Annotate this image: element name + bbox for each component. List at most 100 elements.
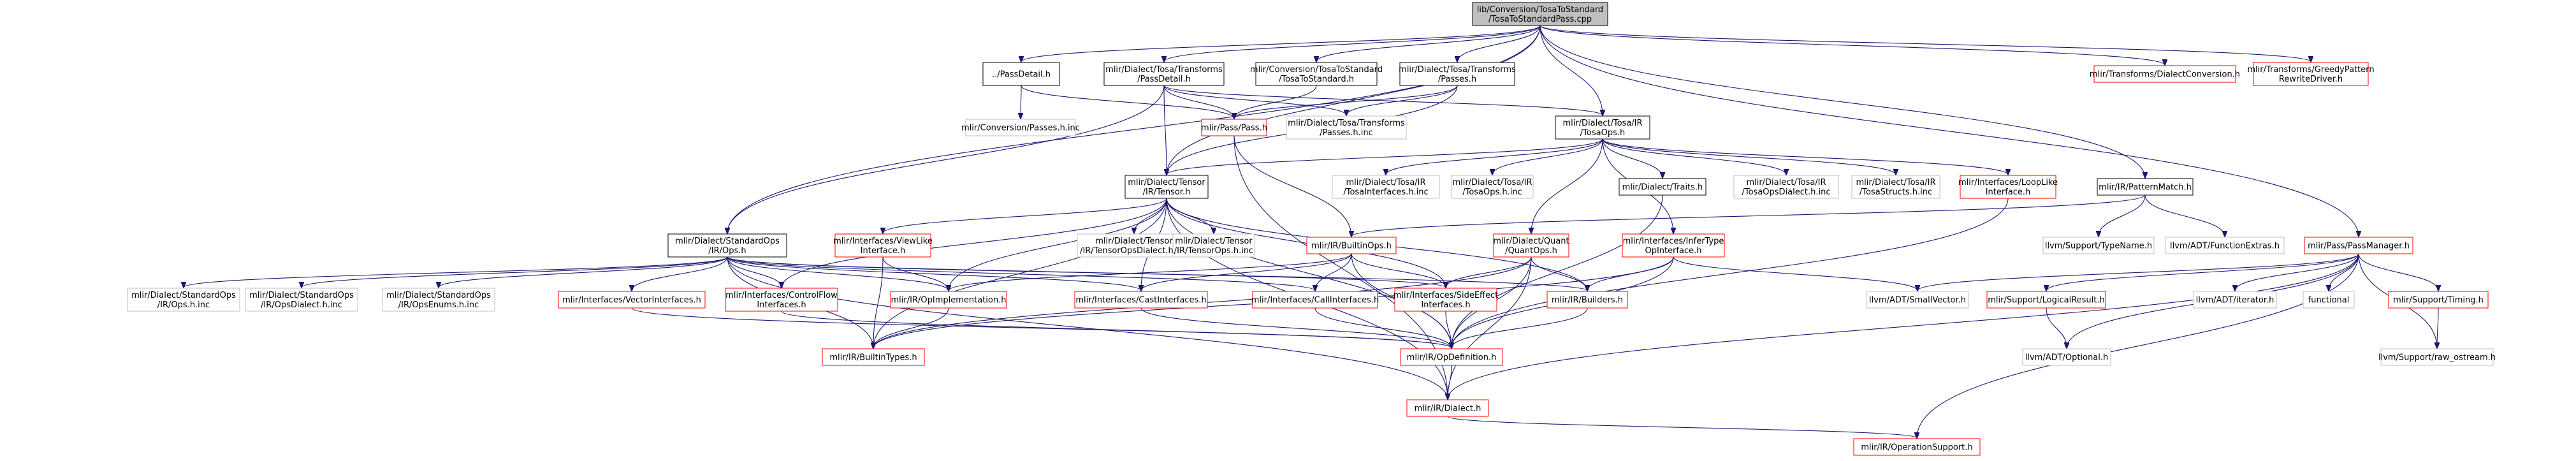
node-opimplementation[interactable]: mlir/IR/OpImplementation.h bbox=[890, 291, 1007, 309]
node-label-line: mlir/Pass/PassManager.h bbox=[2308, 242, 2410, 251]
node-conv_tosatostandard[interactable]: mlir/Conversion/TosaToStandard/TosaToSta… bbox=[1250, 62, 1383, 86]
node-dialect[interactable]: mlir/IR/Dialect.h bbox=[1406, 399, 1489, 417]
edge-tosa_transforms_passdetail-to-stdops bbox=[727, 85, 1165, 233]
node-label-line: mlir/Transforms/DialectConversion.h bbox=[2090, 70, 2240, 80]
edge-patternmatch-to-functionextras bbox=[2144, 194, 2225, 237]
node-label-line: mlir/IR/BuiltinOps.h bbox=[1311, 242, 1392, 251]
node-box bbox=[1286, 115, 1407, 140]
node-tosa_transforms_passes[interactable]: mlir/Dialect/Tosa/Transforms/Passes.h bbox=[1399, 62, 1516, 86]
edge-quantops-to-builders bbox=[1531, 256, 1587, 291]
node-builtinops[interactable]: mlir/IR/BuiltinOps.h bbox=[1306, 237, 1397, 254]
node-stdops[interactable]: mlir/Dialect/StandardOps/IR/Ops.h bbox=[667, 233, 787, 258]
node-traits[interactable]: mlir/Dialect/Traits.h bbox=[1619, 178, 1706, 196]
node-box bbox=[834, 233, 931, 258]
node-tensoropsdialect_inc[interactable]: mlir/Dialect/Tensor/IR/TensorOpsDialect.… bbox=[1077, 233, 1191, 258]
node-patternmatch[interactable]: mlir/IR/PatternMatch.h bbox=[2097, 178, 2194, 196]
node-tosaops_inc[interactable]: mlir/Dialect/Tosa/IR/TosaOps.h.inc bbox=[1451, 175, 1534, 199]
node-functionextras[interactable]: llvm/ADT/FunctionExtras.h bbox=[2165, 237, 2285, 254]
node-logicalresult[interactable]: mlir/Support/LogicalResult.h bbox=[1986, 291, 2106, 309]
node-label-line: mlir/Dialect/Tosa/IR bbox=[1346, 178, 1425, 187]
node-stdopsdialect_inc[interactable]: mlir/Dialect/StandardOps/IR/OpsDialect.h… bbox=[245, 288, 358, 312]
edge-passmanager-to-timing bbox=[2358, 253, 2438, 291]
node-label-line: ../PassDetail.h bbox=[992, 70, 1051, 80]
node-builtintypes[interactable]: mlir/IR/BuiltinTypes.h bbox=[822, 348, 925, 366]
edge-logicalresult-to-optional bbox=[2046, 307, 2067, 348]
edges-layer bbox=[184, 25, 2438, 438]
node-label-line: mlir/IR/PatternMatch.h bbox=[2099, 183, 2192, 193]
node-tosainterfaces_inc[interactable]: mlir/Dialect/Tosa/IR/TosaInterfaces.h.in… bbox=[1332, 175, 1440, 199]
node-builders[interactable]: mlir/IR/Builders.h bbox=[1546, 291, 1628, 309]
node-label-line: /TosaToStandard.h bbox=[1279, 75, 1354, 84]
node-box bbox=[382, 288, 495, 312]
node-box bbox=[2380, 348, 2494, 366]
node-label-line: llvm/Support/raw_ostream.h bbox=[2378, 353, 2496, 363]
node-tosaopsdialect_inc[interactable]: mlir/Dialect/Tosa/IR/TosaOpsDialect.h.in… bbox=[1733, 175, 1839, 199]
edge-tosaops-to-tosastructs_inc bbox=[1602, 138, 1896, 175]
node-typename[interactable]: llvm/Support/TypeName.h bbox=[2042, 237, 2155, 254]
node-tosa_passes_inc[interactable]: mlir/Dialect/Tosa/Transforms/Passes.h.in… bbox=[1286, 115, 1407, 140]
node-label-line: llvm/ADT/SmallVector.h bbox=[1869, 296, 1966, 305]
node-label-line: mlir/Interfaces/ControlFlow bbox=[725, 291, 838, 300]
node-operationsupport[interactable]: mlir/IR/OperationSupport.h bbox=[1853, 438, 1981, 456]
node-box bbox=[1960, 175, 2056, 199]
node-passdetail[interactable]: ../PassDetail.h bbox=[982, 62, 1060, 86]
node-root[interactable]: lib/Conversion/TosaToStandard/TosaToStan… bbox=[1472, 2, 1608, 26]
edge-tosaops-to-tosaops_inc bbox=[1492, 138, 1603, 175]
node-tensor[interactable]: mlir/Dialect/Tensor/IR/Tensor.h bbox=[1124, 175, 1209, 199]
edge-passmanager-to-operationsupport bbox=[1917, 253, 2359, 438]
edge-root-to-stdops bbox=[727, 25, 1541, 233]
node-label-line: /IR/OpsEnums.h.inc bbox=[398, 300, 479, 310]
node-box bbox=[2042, 237, 2155, 254]
node-iterator[interactable]: llvm/ADT/iterator.h bbox=[2193, 291, 2277, 309]
node-pass_h[interactable]: mlir/Pass/Pass.h bbox=[1201, 119, 1267, 136]
node-stdops_inc[interactable]: mlir/Dialect/StandardOps/IR/Ops.h.inc bbox=[127, 288, 240, 312]
node-opdefinition[interactable]: mlir/IR/OpDefinition.h bbox=[1400, 348, 1503, 366]
node-box bbox=[2304, 237, 2413, 254]
node-box bbox=[1851, 175, 1940, 199]
node-label-line: mlir/Interfaces/InferType bbox=[1623, 237, 1724, 246]
edge-timing-to-raw_ostream bbox=[2437, 307, 2438, 348]
node-label-line: functional bbox=[2308, 296, 2350, 305]
node-label-line: /TosaOpsDialect.h.inc bbox=[1742, 187, 1830, 197]
node-timing[interactable]: mlir/Support/Timing.h bbox=[2388, 291, 2489, 309]
node-label-line: /Passes.h.inc bbox=[1320, 128, 1372, 138]
node-label-line: mlir/Interfaces/VectorInterfaces.h bbox=[562, 296, 701, 305]
edge-passmanager-to-smallvector bbox=[1917, 253, 2359, 291]
node-castinterfaces[interactable]: mlir/Interfaces/CastInterfaces.h bbox=[1074, 291, 1208, 309]
node-stdopsenums_inc[interactable]: mlir/Dialect/StandardOps/IR/OpsEnums.h.i… bbox=[382, 288, 495, 312]
edge-root-to-tensor bbox=[1167, 25, 1541, 175]
node-box bbox=[558, 291, 706, 309]
node-callinterfaces[interactable]: mlir/Interfaces/CallInterfaces.h bbox=[1251, 291, 1379, 309]
node-optional[interactable]: llvm/ADT/Optional.h bbox=[2022, 348, 2111, 366]
node-tosa_transforms_passdetail[interactable]: mlir/Dialect/Tosa/Transforms/PassDetail.… bbox=[1103, 62, 1225, 86]
node-tosaops[interactable]: mlir/Dialect/Tosa/IR/TosaOps.h bbox=[1555, 115, 1650, 140]
edge-root-to-patternmatch bbox=[1539, 25, 2145, 178]
node-label-line: mlir/Dialect/Traits.h bbox=[1622, 183, 1703, 193]
node-vectorinterfaces[interactable]: mlir/Interfaces/VectorInterfaces.h bbox=[558, 291, 706, 309]
node-tosastructs_inc[interactable]: mlir/Dialect/Tosa/IR/TosaStructs.h.inc bbox=[1851, 175, 1940, 199]
node-smallvector[interactable]: llvm/ADT/SmallVector.h bbox=[1866, 291, 1969, 309]
node-conv_passes_inc[interactable]: mlir/Conversion/Passes.h.inc bbox=[961, 119, 1080, 136]
node-passmanager[interactable]: mlir/Pass/PassManager.h bbox=[2304, 237, 2413, 254]
node-label-line: /IR/Ops.h.inc bbox=[157, 300, 210, 310]
node-raw_ostream[interactable]: llvm/Support/raw_ostream.h bbox=[2378, 348, 2496, 366]
node-label-line: Interface.h bbox=[861, 246, 906, 256]
edge-viewlike-to-builtintypes bbox=[873, 256, 884, 348]
node-dialectconversion[interactable]: mlir/Transforms/DialectConversion.h bbox=[2090, 65, 2240, 83]
node-label-line: mlir/Conversion/TosaToStandard bbox=[1250, 65, 1383, 75]
node-box bbox=[2253, 62, 2369, 86]
node-greedypattern[interactable]: mlir/Transforms/GreedyPatternRewriteDriv… bbox=[2247, 62, 2375, 86]
node-label-line: mlir/Interfaces/ViewLike bbox=[833, 237, 933, 246]
node-box bbox=[2193, 291, 2277, 309]
node-quantops[interactable]: mlir/Dialect/Quant/QuantOps.h bbox=[1493, 233, 1569, 258]
node-label-line: mlir/IR/Builders.h bbox=[1552, 296, 1623, 305]
node-tensorops_inc[interactable]: mlir/Dialect/Tensor/IR/TensorOps.h.inc bbox=[1172, 233, 1255, 258]
edge-tosaops-to-tensor bbox=[1167, 138, 1603, 175]
node-functional[interactable]: functional bbox=[2303, 291, 2355, 309]
